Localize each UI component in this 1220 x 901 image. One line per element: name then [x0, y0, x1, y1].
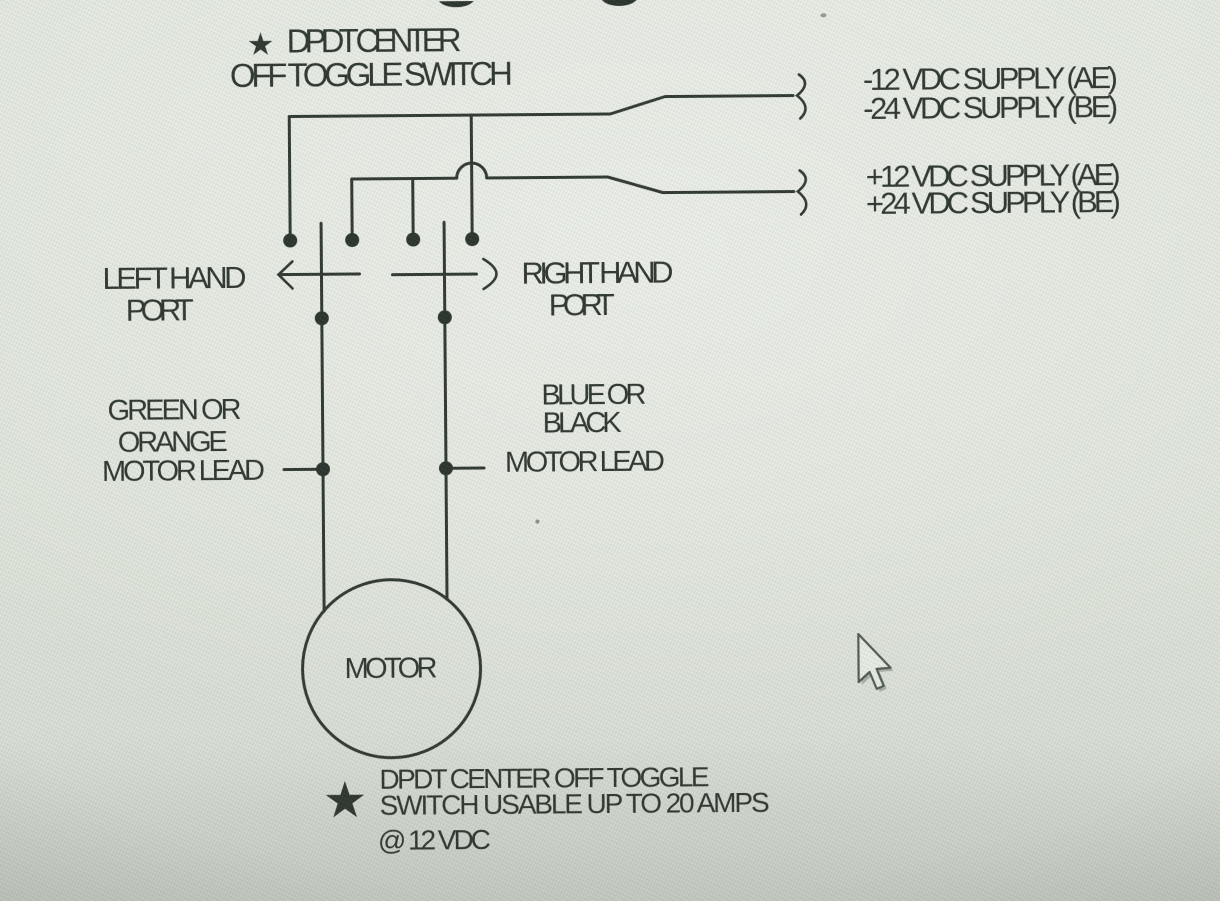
right-throw-arrowhead: [482, 257, 498, 291]
mouse-cursor-icon: [857, 632, 894, 692]
motor-label: MOTOR: [344, 652, 437, 685]
right-lead-label-line1: BLUE OR: [541, 379, 646, 412]
left-lead-junction-dot: [315, 462, 330, 477]
negative-supply-wire: [287, 94, 795, 243]
left-lead-label-line2: ORANGE: [118, 426, 228, 459]
title-star-icon: ★: [247, 27, 275, 62]
left-lead-label-line3: MOTOR LEAD: [102, 455, 265, 488]
switch-contact-dot: [406, 232, 421, 247]
left-toggle-lever: [277, 272, 361, 277]
photo-speck: [535, 519, 540, 524]
left-pole-wire: [319, 221, 326, 613]
negative-supply-label-24v: -24 VDC SUPPLY (BE): [863, 89, 1118, 126]
right-toggle-lever: [390, 272, 478, 277]
note-star-icon: ★: [322, 772, 367, 828]
switch-contact-dot: [465, 232, 480, 247]
pole-common-dot: [437, 310, 452, 325]
note-line1: DPDT CENTER OFF TOGGLE: [379, 761, 709, 795]
mouse-cursor-arrow: [857, 632, 892, 691]
right-lead-label-line2: BLACK: [543, 407, 623, 440]
right-pole-wire: [442, 220, 449, 601]
positive-supply-label-24v: +24 VDC SUPPLY (BE): [866, 184, 1121, 221]
top-edge-cropped-shape: [437, 0, 476, 8]
right-lead-label-line3: MOTOR LEAD: [505, 446, 665, 479]
motor-circle: [301, 578, 483, 760]
note-line3: @ 12 VDC: [378, 824, 491, 856]
left-lead-label-line1: GREEN OR: [107, 394, 241, 427]
negative-supply-label-12v: -12 VDC SUPPLY (AE): [863, 60, 1118, 97]
title-line2: OFF TOGGLE SWITCH: [230, 55, 513, 94]
right-port-label-line1: RIGHT HAND: [521, 254, 673, 290]
note-line2: SWITCH USABLE UP TO 20 AMPS: [380, 787, 770, 821]
title-line1: DPDT CENTER: [286, 21, 461, 59]
left-throw-arrowhead: [276, 260, 294, 290]
right-lead-junction-dot: [438, 461, 453, 476]
switch-contact-dot: [283, 233, 298, 248]
negative-supply-branch: [469, 113, 474, 241]
connector-hook-negative: [794, 73, 807, 120]
top-edge-cropped-shape: [600, 0, 639, 6]
connector-hook-positive: [795, 169, 808, 216]
positive-supply-wire: [350, 161, 796, 242]
switch-contact-dot: [345, 233, 360, 248]
positive-supply-label-12v: +12 VDC SUPPLY (AE): [866, 157, 1121, 194]
right-port-label-line2: PORT: [549, 287, 615, 323]
left-port-label-line1: LEFT HAND: [102, 260, 246, 296]
photo-speck: [820, 13, 827, 18]
left-port-label-line2: PORT: [126, 292, 194, 328]
pole-common-dot: [314, 311, 329, 326]
